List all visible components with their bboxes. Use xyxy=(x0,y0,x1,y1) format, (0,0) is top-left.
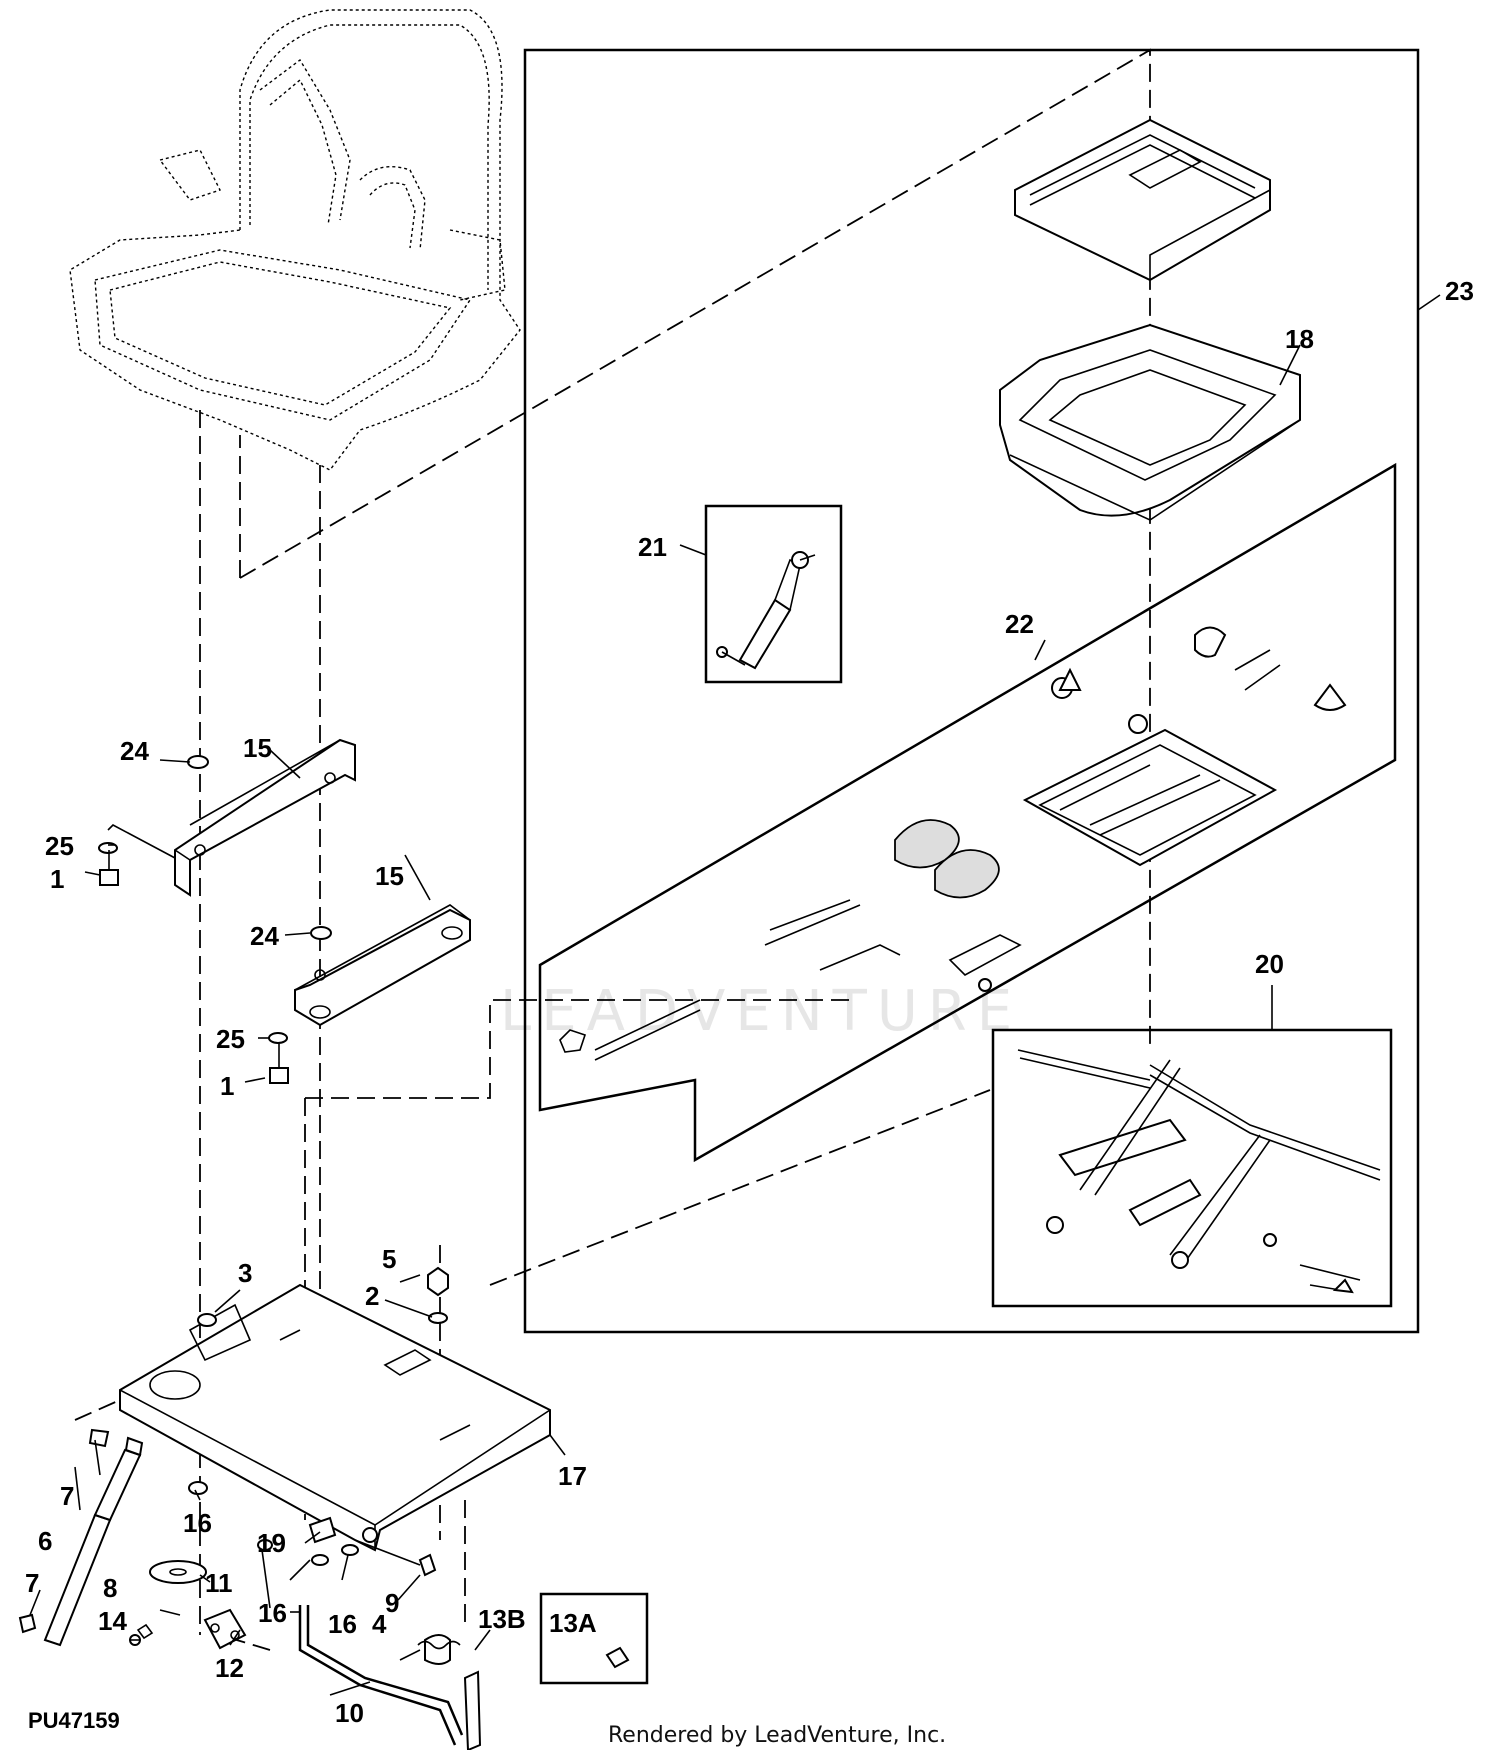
callout-13b: 13B xyxy=(478,1604,526,1634)
gas-strut-6 xyxy=(18,1428,144,1647)
callout-1-lower: 1 xyxy=(220,1071,234,1101)
bracket-15-upper xyxy=(174,738,356,897)
watermark: LEADVENTURE xyxy=(500,979,1022,1044)
callout-3: 3 xyxy=(238,1258,252,1288)
callout-2: 2 xyxy=(365,1281,379,1311)
clip-13a-icon xyxy=(605,1646,630,1669)
callout-16-a: 16 xyxy=(183,1508,212,1538)
fasteners-upper xyxy=(98,755,332,1084)
callout-21: 21 xyxy=(638,532,667,562)
callout-14: 14 xyxy=(98,1606,127,1636)
callout-7-upper: 7 xyxy=(60,1481,74,1511)
callout-24-lower: 24 xyxy=(250,921,279,951)
callout-15-lower: 15 xyxy=(375,861,404,891)
shock-absorber-21 xyxy=(716,551,816,670)
callout-20: 20 xyxy=(1255,949,1284,979)
bracket-15-lower xyxy=(294,904,471,1027)
diagram-id: PU47159 xyxy=(28,1708,120,1733)
lever-and-spring xyxy=(129,1605,482,1750)
callout-18: 18 xyxy=(1285,324,1314,354)
footer-credit: Rendered by LeadVenture, Inc. xyxy=(608,1723,946,1748)
callout-15-upper: 15 xyxy=(243,733,272,763)
fasteners-base xyxy=(136,1266,451,1665)
callout-7-lower: 7 xyxy=(25,1568,39,1598)
callout-12: 12 xyxy=(215,1653,244,1683)
callout-25-upper: 25 xyxy=(45,831,74,861)
callout-4: 4 xyxy=(372,1609,387,1639)
callout-9: 9 xyxy=(385,1588,399,1618)
callout-labels: 23 18 21 22 20 24 15 25 1 15 24 25 1 3 5… xyxy=(25,276,1474,1728)
callout-24-upper: 24 xyxy=(120,736,149,766)
base-plate-17 xyxy=(119,1283,551,1552)
assembly-frame-23 xyxy=(523,48,1420,1334)
detail-box-13a xyxy=(539,1592,649,1685)
callout-22: 22 xyxy=(1005,609,1034,639)
scissor-mechanism-20 xyxy=(1017,1049,1381,1294)
callout-19: 19 xyxy=(257,1528,286,1558)
seat-slide-rails xyxy=(1014,118,1271,282)
callout-11: 11 xyxy=(205,1568,233,1598)
suspension-parts xyxy=(559,626,1347,1061)
callout-16-c: 16 xyxy=(328,1609,357,1639)
seat-outline xyxy=(69,9,521,471)
callout-5: 5 xyxy=(382,1244,396,1274)
detail-box-21 xyxy=(704,504,843,684)
assembly-frame-22 xyxy=(538,462,1397,1163)
callout-8: 8 xyxy=(103,1573,117,1603)
callout-17: 17 xyxy=(558,1461,587,1491)
leader-lines xyxy=(29,294,1441,1696)
callout-6: 6 xyxy=(38,1526,52,1556)
callout-1-upper: 1 xyxy=(50,864,64,894)
callout-16-b: 16 xyxy=(258,1598,287,1628)
callout-10: 10 xyxy=(335,1698,364,1728)
callout-13a: 13A xyxy=(549,1608,597,1638)
callout-25-lower: 25 xyxy=(216,1024,245,1054)
callout-23: 23 xyxy=(1445,276,1474,306)
detail-box-20 xyxy=(991,1028,1393,1308)
seat-tray-18 xyxy=(999,323,1301,521)
